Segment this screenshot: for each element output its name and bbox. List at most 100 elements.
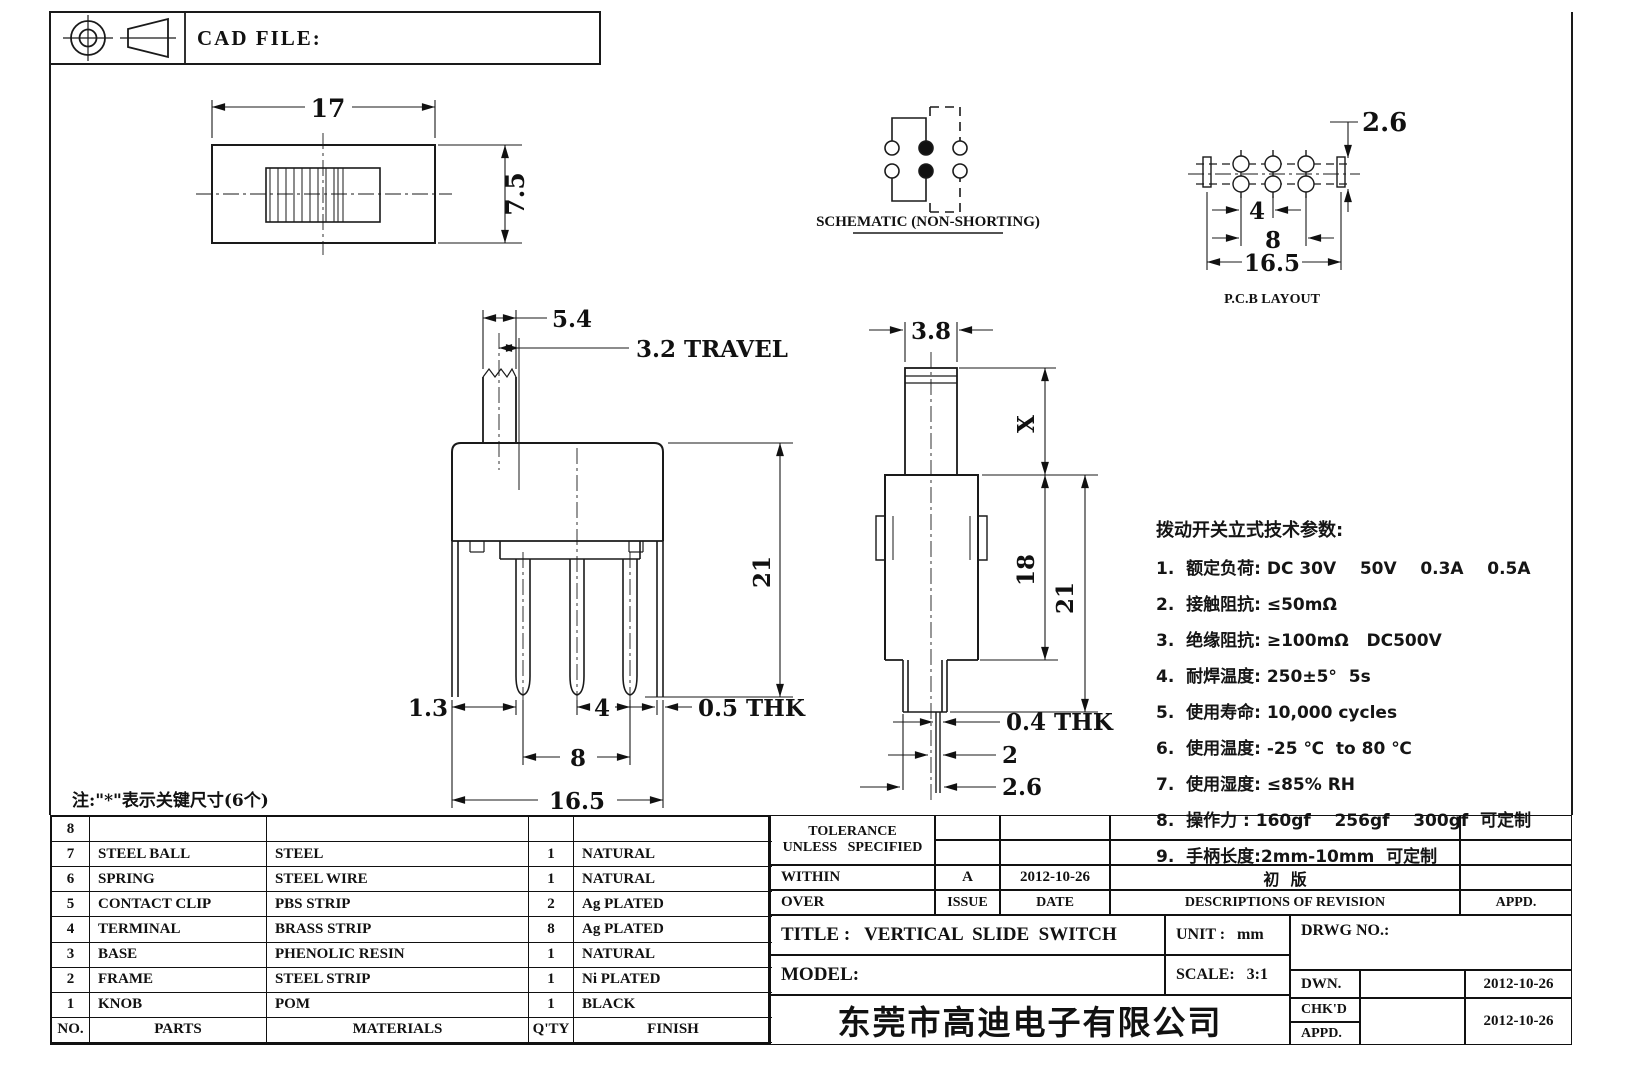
empty-cell — [1360, 998, 1465, 1045]
row-materials: PBS STRIP — [267, 892, 529, 918]
tolerance-line1: TOLERANCE — [808, 824, 897, 839]
spec-item: 5. 使用寿命: 10,000 cycles — [1156, 703, 1398, 723]
dim-label-side-total-height: 21 — [1052, 582, 1079, 614]
row-parts: FRAME — [90, 967, 267, 993]
company-name: 东莞市高迪电子有限公司 — [770, 995, 1290, 1045]
row-qty: 1 — [529, 992, 574, 1018]
spec-item: 2. 接触阻抗: ≤50mΩ — [1156, 595, 1337, 615]
dim-label-pcb-outer-span: 8 — [1265, 227, 1281, 254]
scale-cell: SCALE: 3:1 — [1165, 955, 1290, 995]
row-qty — [529, 817, 574, 843]
spec-item: 4. 耐焊温度: 250±5° 5s — [1156, 667, 1371, 687]
row-no: 5 — [52, 892, 90, 918]
front-dimensions — [451, 310, 793, 808]
revision-letter: A — [935, 865, 1000, 890]
common-terminal-dot — [918, 140, 934, 156]
row-qty: 1 — [529, 867, 574, 893]
row-qty: 1 — [529, 967, 574, 993]
row-parts: CONTACT CLIP — [90, 892, 267, 918]
tech-specs: 拨动开关立式技术参数: 1. 额定负荷: DC 30V 50V 0.3A 0.5… — [1156, 516, 1586, 878]
row-qty: 8 — [529, 917, 574, 943]
spec-item: 9. 手柄长度:2mm-10mm 可定制 — [1156, 847, 1438, 867]
dim-label-pin-offset: 2 — [1002, 742, 1018, 769]
dim-label-front-pin-pitch: 4 — [594, 695, 610, 722]
row-parts — [90, 817, 267, 843]
empty-cell — [1460, 865, 1572, 890]
top-view — [196, 100, 522, 255]
empty-cell — [1460, 815, 1572, 840]
row-finish — [574, 817, 772, 843]
tech-specs-title: 拨动开关立式技术参数: — [1156, 520, 1344, 541]
dim-label-knob-width: 5.4 — [552, 306, 592, 333]
row-qty: 1 — [529, 942, 574, 968]
dim-label-pcb-overall: 16.5 — [1244, 250, 1300, 277]
header-no: NO. — [52, 1017, 90, 1043]
title-block: TOLERANCE UNLESS SPECIFIED WITHIN A 2012… — [770, 815, 1572, 1045]
appd-label: APPD. — [1290, 1022, 1360, 1045]
dim-label-left-offset: 1.3 — [408, 695, 448, 722]
row-finish: Ag PLATED — [574, 892, 772, 918]
revision-description: 初 版 — [1110, 865, 1460, 890]
dim-label-top-height: 7.5 — [501, 172, 530, 216]
header-finish: FINISH — [574, 1018, 772, 1043]
row-materials: POM — [267, 992, 529, 1018]
row-no: 6 — [52, 867, 90, 893]
row-no: 4 — [52, 917, 90, 943]
row-qty: 2 — [529, 892, 574, 918]
front-view — [451, 310, 793, 808]
row-materials: STEEL — [267, 842, 529, 868]
header-parts: PARTS — [90, 1017, 267, 1043]
dim-label-side-knob-width: 3.8 — [911, 318, 951, 345]
row-materials: STEEL WIRE — [267, 867, 529, 893]
dim-label-top-width: 17 — [311, 94, 346, 123]
within-label: WITHIN — [770, 865, 935, 890]
dwn-label: DWN. — [1290, 970, 1360, 998]
dim-label-front-overall: 16.5 — [549, 788, 605, 815]
parts-table: 8 7 STEEL BALL STEEL 1 NATURAL 6 SPRING … — [50, 815, 772, 1045]
base-and-legs — [451, 541, 664, 697]
dim-label-knob-height-x: X — [1013, 415, 1040, 433]
dim-label-front-height: 21 — [749, 556, 776, 588]
row-parts: KNOB — [90, 992, 267, 1018]
side-view — [860, 322, 1098, 800]
dim-label-front-outer-span: 8 — [570, 745, 586, 772]
cad-file-label: CAD FILE: — [197, 26, 322, 50]
drwg-no-cell: DRWG NO.: — [1290, 915, 1572, 970]
tolerance-cell: TOLERANCE UNLESS SPECIFIED — [770, 815, 935, 865]
side-dimensions — [860, 322, 1098, 791]
over-label: OVER — [770, 890, 935, 915]
chk-date: 2012-10-26 — [1465, 998, 1572, 1045]
header-materials: MATERIALS — [267, 1017, 529, 1043]
spec-item: 7. 使用湿度: ≤85% RH — [1156, 775, 1356, 795]
dim-17 — [211, 100, 436, 138]
row-finish: Ni PLATED — [574, 968, 772, 993]
appd-column-header: APPD. — [1460, 890, 1572, 915]
key-dimension-note: 注:"*"表示关键尺寸(6个) — [72, 791, 269, 811]
row-finish: NATURAL — [574, 867, 772, 893]
empty-cell — [1110, 815, 1460, 840]
row-materials: BRASS STRIP — [267, 917, 529, 943]
pcb-layout-view — [1188, 121, 1360, 270]
dim-label-travel: 3.2 TRAVEL — [636, 336, 788, 363]
projection-symbol-box — [49, 11, 601, 65]
dim-label-body-height: 18 — [1013, 554, 1040, 586]
row-finish: Ag PLATED — [574, 917, 772, 943]
chkd-label: CHK'D — [1290, 998, 1360, 1022]
empty-cell — [935, 840, 1000, 865]
spec-item: 3. 绝缘阻抗: ≥100mΩ DC500V — [1156, 631, 1442, 651]
spec-item: 8. 操作力 : 160gf 256gf 300gf 可定制 — [1156, 811, 1532, 831]
schematic-view — [853, 106, 1003, 234]
side-lower-block — [902, 660, 948, 793]
row-parts: STEEL BALL — [90, 842, 267, 868]
dwn-date: 2012-10-26 — [1465, 970, 1572, 998]
empty-cell — [935, 815, 1000, 840]
descriptions-header: DESCRIPTIONS OF REVISION — [1110, 890, 1460, 915]
row-no: 7 — [52, 842, 90, 868]
empty-cell — [1110, 840, 1460, 865]
model-cell: MODEL: — [770, 955, 1165, 995]
row-parts: BASE — [90, 942, 267, 968]
row-no: 3 — [52, 942, 90, 968]
cone-projection-icon — [120, 17, 176, 59]
